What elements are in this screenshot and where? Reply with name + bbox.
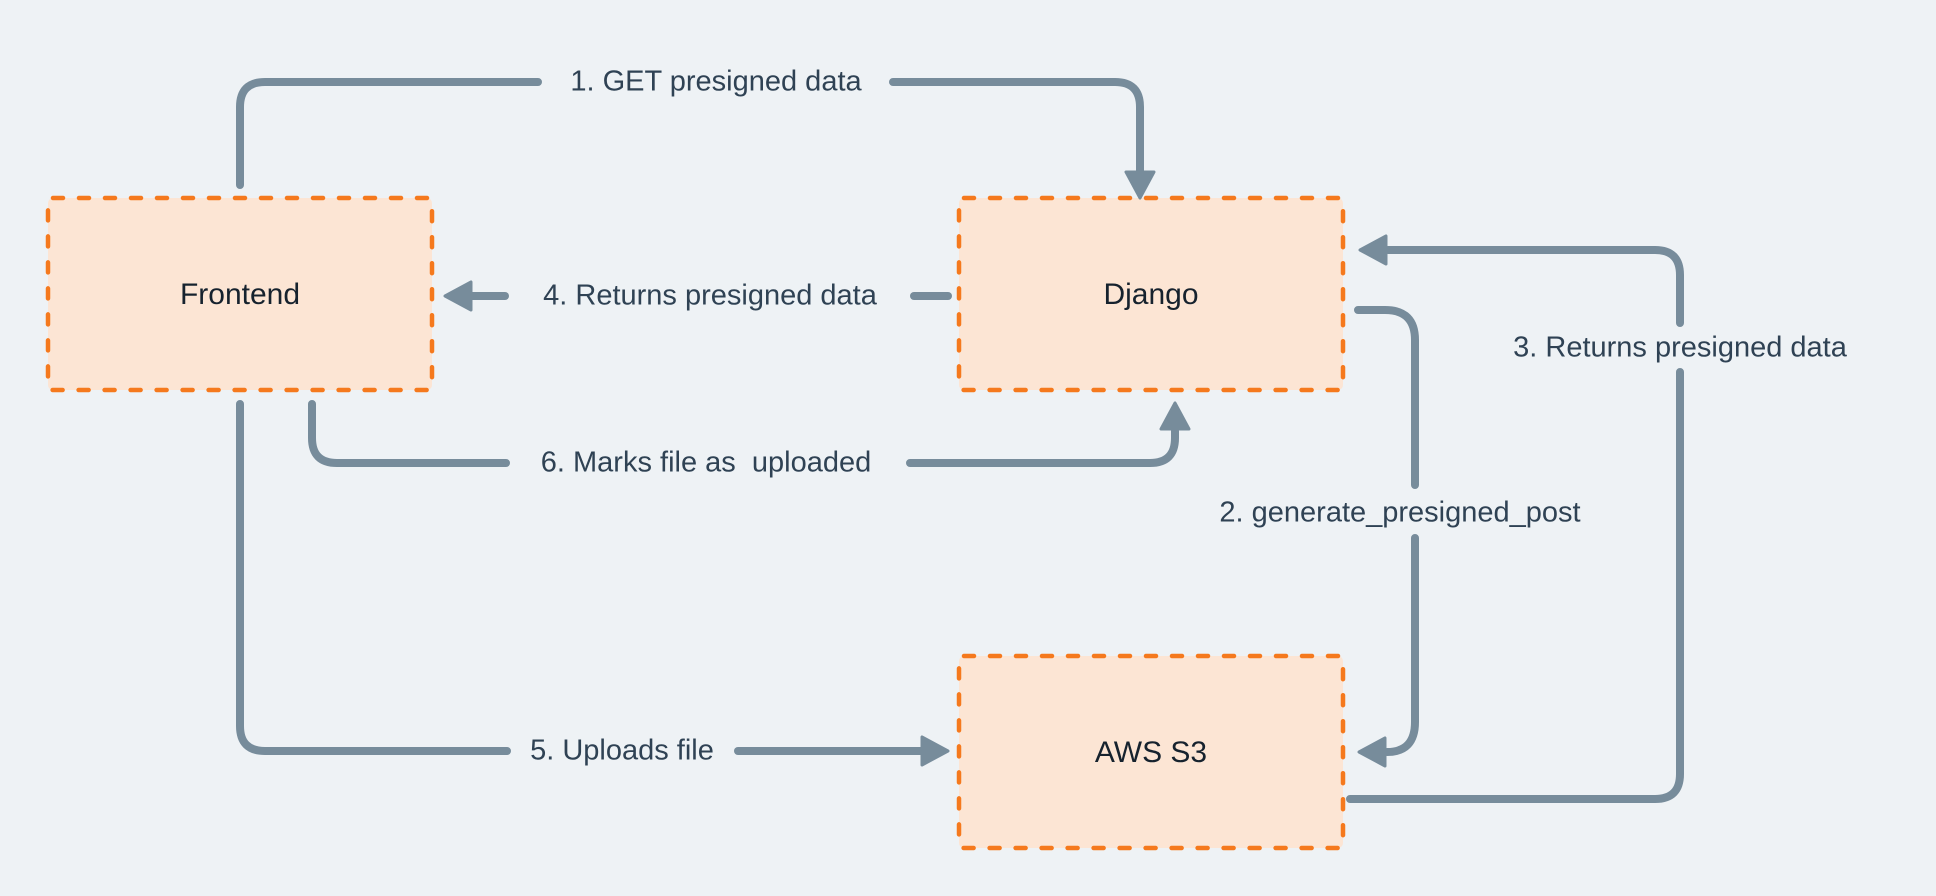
arrow-3-line-bottom [1346, 368, 1684, 803]
edge-label-marks-file-as-uploaded: 6. Marks file as uploaded [540, 446, 872, 479]
arrow-1-line-right [889, 78, 1144, 176]
arrow-5-head-right-icon [920, 735, 950, 767]
arrow-1-head-down-icon [1124, 170, 1156, 200]
edge-label-uploads-file: 5. Uploads file [530, 734, 714, 767]
aws-s3-label: AWS S3 [1094, 736, 1208, 769]
frontend-label: Frontend [179, 278, 301, 311]
arrow-2-line-top [1354, 306, 1419, 489]
arrow-6-line-left [308, 400, 510, 467]
arrow-3-line-top [1384, 246, 1684, 327]
django-box [956, 195, 1346, 393]
edge-label-returns-presigned-data-frontend: 4. Returns presigned data [543, 279, 877, 312]
arrow-6-line-right [906, 427, 1179, 467]
arrow-2-head-left-icon [1357, 736, 1387, 768]
edge-label-generate-presigned-post: 2. generate_presigned_post [1219, 496, 1581, 529]
django-label: Django [1103, 278, 1199, 311]
arrow-1-line-left [236, 78, 542, 189]
arrow-2-line-bottom [1383, 534, 1419, 756]
edge-label-returns-presigned-data-s3: 3. Returns presigned data [1513, 331, 1847, 364]
arrow-3-head-left-icon [1358, 234, 1388, 266]
edge-label-get-presigned-data: 1. GET presigned data [570, 65, 862, 98]
arrow-5-line-left [236, 400, 511, 755]
arrow-4-head-left-icon [443, 280, 473, 312]
aws-s3-box [956, 653, 1346, 851]
arrow-6-head-up-icon [1159, 401, 1191, 431]
frontend-box [45, 195, 435, 393]
